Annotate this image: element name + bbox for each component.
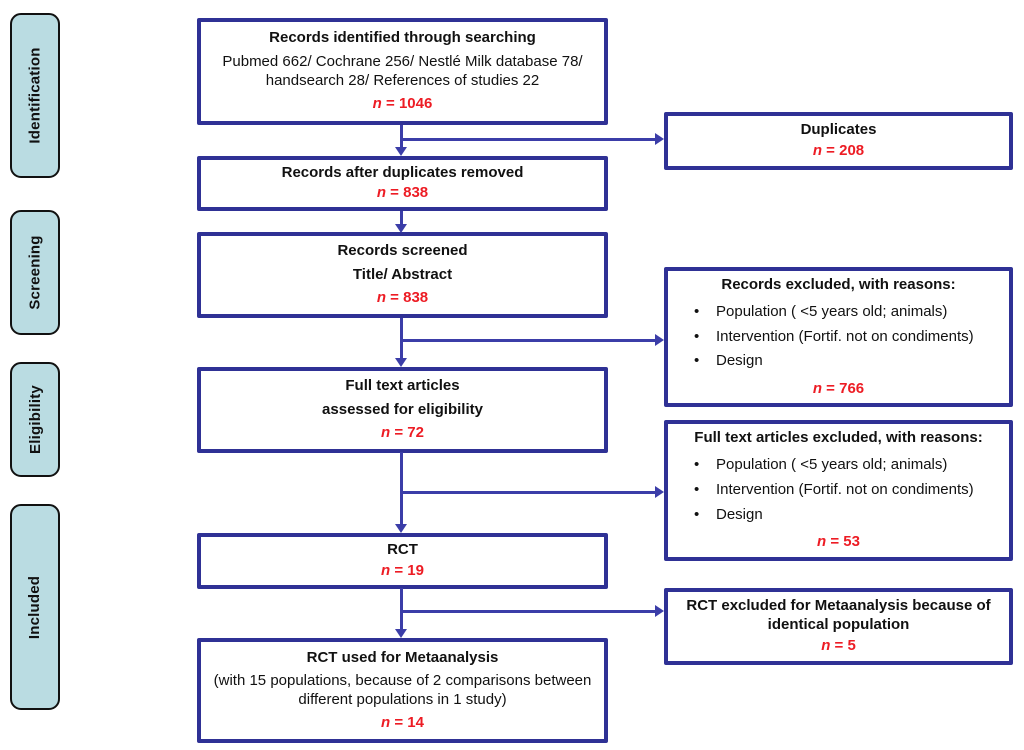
stage-included: Included [10,504,60,710]
box-duplicates-removed-count: n = 838 [376,184,429,202]
arrow-deduplicated-to-screened [395,211,407,233]
box-records-identified: Records identified through searching Pub… [197,18,608,125]
box-rct-excluded-title: RCT excluded for Metaanalysis because of… [686,596,991,633]
reason-item: Population ( <5 years old; animals) [694,456,999,475]
arrow-to-fulltext-excluded [401,486,664,498]
stage-eligibility: Eligibility [10,362,60,477]
box-fulltext-assessed-title: Full text articles [345,377,460,395]
arrow-to-rct-excluded [401,605,664,617]
stage-identification: Identification [10,13,60,178]
box-records-excluded-title: Records excluded, with reasons: [721,275,956,293]
box-rct-excluded-count: n = 5 [821,637,856,655]
stage-screening-label: Screening [26,235,44,310]
box-duplicates-removed-title: Records after duplicates removed [281,163,524,181]
stage-eligibility-label: Eligibility [26,385,44,454]
box-records-excluded: Records excluded, with reasons: Populati… [664,267,1013,407]
box-rct-excluded: RCT excluded for Metaanalysis because of… [664,588,1013,665]
reason-item: Design [694,506,999,525]
arrow-rct-to-metaanalysis [395,588,407,638]
box-fulltext-assessed-subtitle: assessed for eligibility [322,400,483,418]
box-records-screened: Records screened Title/ Abstract n = 838 [197,232,608,318]
box-records-screened-count: n = 838 [376,288,429,306]
arrow-to-records-excluded [401,334,664,346]
box-fulltext-excluded-title: Full text articles excluded, with reason… [694,428,983,446]
fulltext-excluded-reasons: Population ( <5 years old; animals) Inte… [678,450,999,530]
box-records-identified-detail: Pubmed 662/ Cochrane 256/ Nestlé Milk da… [222,52,583,89]
box-duplicates-count: n = 208 [812,142,865,160]
reason-item: Intervention (Fortif. not on condiments) [694,481,999,500]
box-rct-metaanalysis-count: n = 14 [381,713,424,731]
box-rct-metaanalysis-title: RCT used for Metaanalysis [306,648,499,666]
box-fulltext-excluded-count: n = 53 [817,533,860,551]
box-duplicates-title: Duplicates [800,120,877,138]
box-duplicates-removed: Records after duplicates removed n = 838 [197,156,608,211]
box-records-screened-title: Records screened [337,242,468,260]
box-duplicates: Duplicates n = 208 [664,112,1013,170]
box-records-identified-title: Records identified through searching [269,29,536,46]
box-rct: RCT n = 19 [197,533,608,589]
records-excluded-reasons: Population ( <5 years old; animals) Inte… [678,297,999,377]
stage-included-label: Included [26,575,44,639]
reason-item: Design [694,352,999,371]
arrow-identified-to-deduplicated [395,125,407,156]
arrow-to-duplicates [401,133,664,145]
box-records-screened-subtitle: Title/ Abstract [352,265,453,283]
stage-screening: Screening [10,210,60,335]
box-rct-count: n = 19 [381,562,424,580]
arrow-screened-to-fulltext [395,318,407,367]
box-records-excluded-count: n = 766 [812,379,865,397]
box-records-identified-count: n = 1046 [372,95,433,113]
box-fulltext-excluded: Full text articles excluded, with reason… [664,420,1013,561]
box-rct-title: RCT [387,541,418,559]
reason-item: Intervention (Fortif. not on condiments) [694,328,999,347]
arrow-fulltext-to-rct [395,452,407,533]
box-rct-metaanalysis: RCT used for Metaanalysis (with 15 popul… [197,638,608,743]
box-fulltext-assessed: Full text articles assessed for eligibil… [197,367,608,453]
stage-identification-label: Identification [26,47,44,144]
reason-item: Population ( <5 years old; animals) [694,303,999,322]
box-rct-metaanalysis-detail: (with 15 populations, because of 2 compa… [213,671,592,708]
box-fulltext-assessed-count: n = 72 [381,423,424,441]
